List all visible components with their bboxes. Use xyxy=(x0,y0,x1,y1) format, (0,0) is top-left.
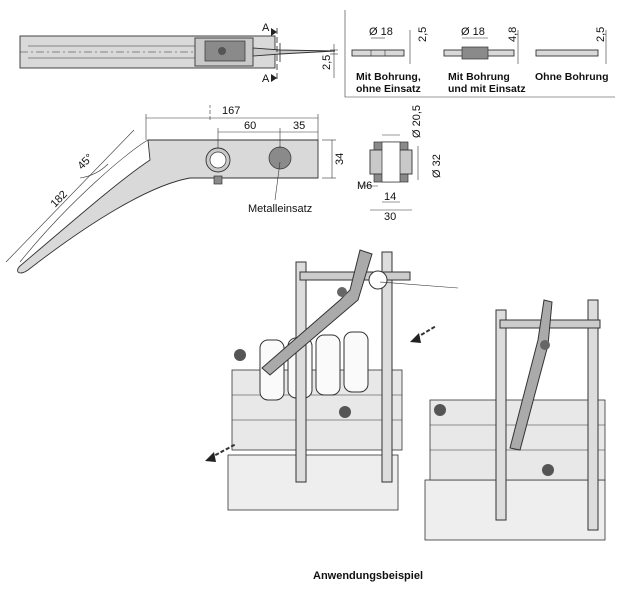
section-label-a-top: A xyxy=(262,22,270,34)
insert-detail: Ø 20,5 Ø 32 M6 14 30 xyxy=(357,105,443,223)
section-2: Ø 18 4,8 Mit Bohrung und mit Einsatz xyxy=(443,26,526,95)
dim-35-text: 35 xyxy=(293,120,305,132)
application-illustration-left xyxy=(205,249,459,511)
dim-angle: 45° xyxy=(76,152,109,179)
section-3-caption-1: Ohne Bohrung xyxy=(535,71,609,83)
insert-callout: Metalleinsatz xyxy=(248,161,312,215)
dim-34-text: 34 xyxy=(334,153,346,165)
section-1-thick: 2,5 xyxy=(417,27,429,42)
label-metalleinsatz: Metalleinsatz xyxy=(248,203,312,215)
dim-top-thickness: 2,5 xyxy=(321,44,338,78)
section-1-caption-1: Mit Bohrung, xyxy=(356,71,421,83)
dim-top-thickness-text: 2,5 xyxy=(321,55,333,70)
dim-14-text: 14 xyxy=(384,191,396,203)
dim-60-35: 60 35 xyxy=(217,120,318,148)
dim-182-text: 182 xyxy=(49,189,70,211)
dim-20-5-text: Ø 20,5 xyxy=(411,105,423,138)
section-label-a-bottom: A xyxy=(262,73,270,85)
dim-30-text: 30 xyxy=(384,211,396,223)
section-2-caption-1: Mit Bohrung xyxy=(448,71,510,83)
dim-167-text: 167 xyxy=(222,105,240,117)
dim-34: 34 xyxy=(322,139,346,179)
top-view xyxy=(19,35,336,69)
section-2-caption-2: und mit Einsatz xyxy=(448,83,526,95)
illustration-caption: Anwendungsbeispiel xyxy=(313,570,423,582)
section-3: 2,5 Ohne Bohrung xyxy=(535,27,609,83)
dim-167: 167 xyxy=(145,105,319,140)
section-1-caption-2: ohne Einsatz xyxy=(356,83,421,95)
section-2-dia: Ø 18 xyxy=(461,26,485,38)
dim-32-text: Ø 32 xyxy=(431,154,443,178)
section-2-thick: 4,8 xyxy=(507,27,519,42)
section-1-dia: Ø 18 xyxy=(369,26,393,38)
dim-angle-text: 45° xyxy=(76,152,96,172)
section-3-thick: 2,5 xyxy=(595,27,607,42)
application-illustration-right xyxy=(424,299,606,541)
section-1: Ø 18 2,5 Mit Bohrung, ohne Einsatz xyxy=(351,26,429,95)
dim-60-text: 60 xyxy=(244,120,256,132)
thread-m6-text: M6 xyxy=(357,180,372,192)
side-view xyxy=(17,105,319,274)
sections-box: Ø 18 2,5 Mit Bohrung, ohne Einsatz Ø 18 … xyxy=(344,10,615,98)
section-marker-a: A A xyxy=(262,22,278,85)
